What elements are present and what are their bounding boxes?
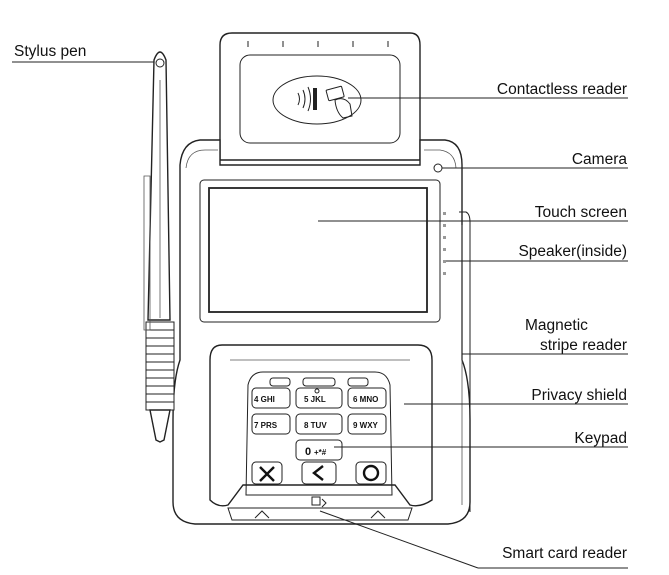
smart-card-slot [227,496,413,521]
label-touch-screen: Touch screen [535,204,627,221]
label-keypad: Keypad [574,430,627,447]
stylus-pen [143,51,175,443]
key-5[interactable]: 5 JKL [304,395,326,404]
label-contactless-reader: Contactless reader [497,81,627,98]
label-speaker: Speaker(inside) [518,243,627,260]
speaker-grille [443,212,446,275]
key-0-symbols: +*# [314,448,327,457]
touch-screen [199,179,441,323]
label-stylus-pen: Stylus pen [14,43,86,60]
contactless-reader-head [219,32,421,161]
contactless-icon [272,75,362,125]
enter-o-icon[interactable] [362,464,380,482]
label-privacy-shield: Privacy shield [531,387,627,404]
backspace-arrow-icon[interactable] [312,465,324,481]
key-4[interactable]: 4 GHI [254,395,275,404]
callout-lines [12,61,628,569]
key-8[interactable]: 8 TUV [304,421,327,430]
key-9[interactable]: 9 WXY [353,421,379,430]
privacy-shield [209,344,433,507]
keypad: 4 GHI 5 JKL 6 MNO 7 PRS 8 TUV 9 WXY 0 +*… [245,371,393,496]
cancel-x-icon[interactable] [259,466,275,482]
label-smart-card-reader: Smart card reader [502,545,627,562]
label-stripe-reader: stripe reader [540,337,627,354]
key-0[interactable]: 0 [305,446,311,458]
magnetic-stripe-slot [459,211,471,512]
label-magnetic: Magnetic [525,317,588,334]
key-6[interactable]: 6 MNO [353,395,378,404]
key-7[interactable]: 7 PRS [254,421,278,430]
label-camera: Camera [572,151,628,168]
